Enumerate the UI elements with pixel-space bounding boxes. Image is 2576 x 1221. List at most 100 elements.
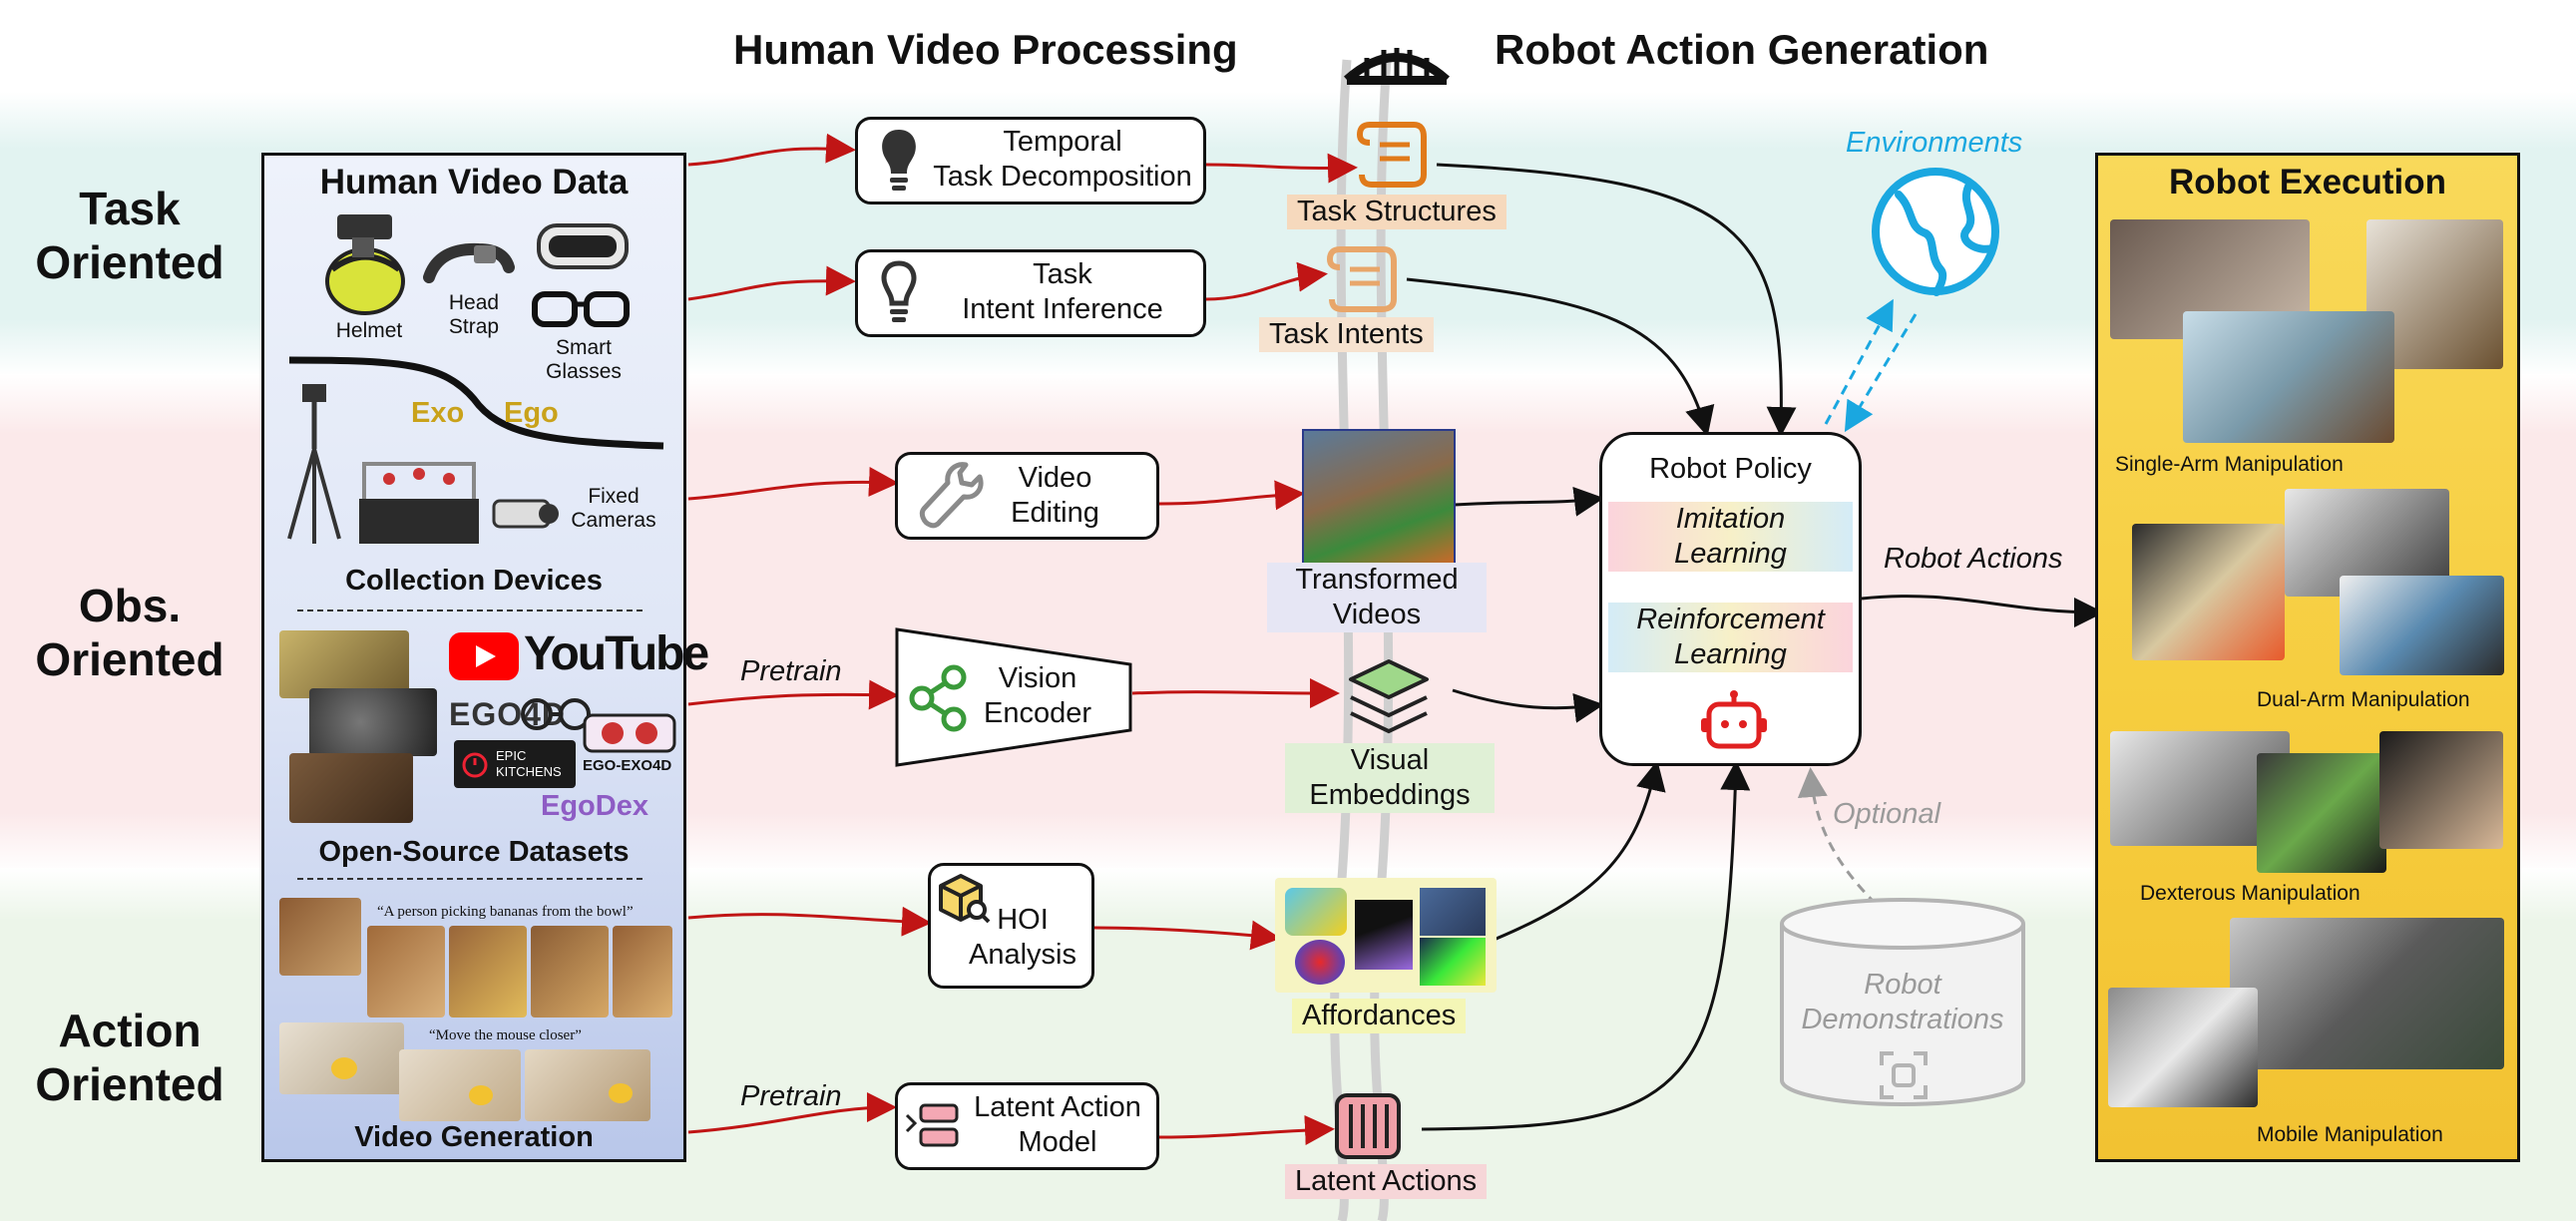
mobile-photo-1: [2230, 918, 2504, 1069]
dataset-thumb-2: [309, 688, 437, 756]
epic-kitchens-logo: EPIC KITCHENS: [454, 740, 576, 788]
ego-exo4d-logo: EGO-EXO4D: [583, 713, 678, 781]
imitation-line2: Learning: [1674, 538, 1787, 570]
reinforcement-learning: Reinforcement Learning: [1608, 603, 1853, 672]
intent-line2: Intent Inference: [962, 293, 1163, 325]
layers-stack-icon: [1349, 659, 1429, 734]
vision-encoder-text: Vision Encoder: [973, 661, 1102, 731]
dexterous-photo-3: [2379, 731, 2503, 849]
share-nodes-icon: [909, 664, 967, 732]
demonstrations-line2: Demonstrations: [1801, 1004, 2004, 1035]
gen-frame-2c: [525, 1049, 650, 1121]
camera-rig-icon: [359, 462, 479, 544]
collection-devices-title: Collection Devices: [345, 565, 603, 597]
affordances-label: Affordances: [1292, 999, 1467, 1033]
pretrain-label-1: Pretrain: [740, 655, 842, 687]
scan-icon: [1880, 1051, 1928, 1099]
latent-action-model-text: Latent Action Model: [958, 1090, 1157, 1160]
imitation-learning: Imitation Learning: [1608, 502, 1853, 572]
dual-arm-photo-1: [2132, 524, 2285, 660]
fixed-cameras-label: Fixed Cameras: [569, 485, 658, 533]
row-label-task-line1: Task: [79, 183, 181, 234]
human-video-data-title: Human Video Data: [319, 163, 629, 202]
row-label-action-line1: Action: [58, 1005, 202, 1056]
gen-frame-1a: [279, 898, 361, 976]
robot-bot-icon: [1701, 690, 1767, 749]
hoi-line1: HOI: [997, 904, 1049, 936]
package-search-icon: [939, 874, 991, 924]
scroll-icon: [1356, 122, 1427, 188]
gen-prompt-1: “A person picking bananas from the bowl”: [377, 904, 634, 920]
mobile-label: Mobile Manipulation: [2257, 1123, 2443, 1146]
header-human-video-processing: Human Video Processing: [733, 26, 1238, 73]
lightbulb-icon: [882, 130, 916, 191]
youtube-text: YouTube: [524, 627, 709, 680]
row-label-task: Task Oriented: [0, 182, 259, 289]
dataset-thumb-3: [289, 753, 413, 823]
gen-frame-1d: [531, 926, 609, 1018]
dexterous-photo-2: [2257, 753, 2386, 873]
temporal-line1: Temporal: [1003, 126, 1122, 158]
dataset-thumb-1: [279, 630, 409, 698]
demonstrations-line1: Robot: [1864, 969, 1941, 1001]
intent-inference-box: [855, 249, 1206, 337]
ego-exo-glasses-icon: [583, 713, 676, 753]
gen-frame-1c: [449, 926, 527, 1018]
ego4d-glasses-icon: [521, 698, 591, 730]
scroll-light-icon: [1326, 246, 1397, 312]
smart-glasses-icon: [532, 291, 630, 327]
affordance-thumb-3: [1420, 888, 1486, 936]
egodex-logo: EgoDex: [541, 790, 648, 822]
hoi-line2: Analysis: [969, 939, 1076, 971]
layers-list-icon: [905, 1103, 959, 1147]
latent-action-model-box: [895, 1082, 1159, 1170]
intent-inference-text: Task Intent Inference: [923, 257, 1202, 327]
epic-text: EPIC: [496, 748, 527, 763]
fixed-cameras-line1: Fixed: [588, 485, 640, 508]
row-label-obs-line2: Oriented: [35, 633, 224, 685]
latent-bars-icon: [1335, 1093, 1401, 1159]
affordance-thumb-1: [1285, 888, 1347, 936]
divider-1: [297, 610, 643, 611]
demonstrations-cylinder: [1780, 898, 2025, 1106]
row-label-obs: Obs. Oriented: [0, 579, 259, 686]
hoi-analysis-text: HOI Analysis: [953, 903, 1092, 973]
visual-embeddings-line1: Visual: [1350, 744, 1430, 776]
lam-line2: Model: [1018, 1126, 1097, 1158]
single-arm-photo-3: [2183, 311, 2394, 443]
latent-actions-label: Latent Actions: [1285, 1164, 1488, 1199]
lam-line1: Latent Action: [974, 1091, 1141, 1123]
vision-encoder-line2: Encoder: [983, 697, 1091, 729]
demonstrations-text: Robot Demonstrations: [1778, 968, 2027, 1037]
bridge-icon: [1343, 48, 1451, 85]
robot-execution-title: Robot Execution: [2168, 163, 2447, 202]
mouse-dot-b: [469, 1085, 493, 1105]
task-intents-label: Task Intents: [1259, 317, 1434, 352]
temporal-decomposition-box: [855, 117, 1206, 204]
mouse-dot-c: [609, 1083, 633, 1103]
video-generation-title: Video Generation: [354, 1121, 594, 1153]
fixed-camera-icon: [492, 499, 559, 529]
single-arm-label: Single-Arm Manipulation: [2115, 453, 2344, 476]
lightbulb-outline-icon: [881, 260, 917, 322]
transformed-videos-label: Transformed Videos: [1267, 563, 1487, 632]
task-structures-label: Task Structures: [1287, 195, 1506, 229]
affordances-image: [1275, 878, 1497, 993]
dual-arm-label: Dual-Arm Manipulation: [2257, 688, 2470, 711]
row-label-obs-line1: Obs.: [78, 580, 182, 631]
affordance-thumb-4: [1295, 940, 1345, 985]
exo-label: Exo: [411, 397, 465, 429]
environments-label: Environments: [1846, 127, 2023, 159]
row-label-task-line2: Oriented: [35, 236, 224, 288]
open-source-datasets-title: Open-Source Datasets: [318, 836, 630, 868]
reinforcement-line1: Reinforcement: [1636, 604, 1825, 635]
transformed-line1: Transformed: [1295, 564, 1459, 596]
mouse-dot-a: [331, 1057, 357, 1079]
robot-policy-box: [1599, 432, 1862, 766]
globe-icon: [1872, 168, 1999, 296]
transformed-video-image: [1302, 429, 1456, 565]
affordance-thumb-5: [1420, 938, 1486, 986]
optional-label: Optional: [1833, 798, 1941, 830]
smart-glasses-line2: Glasses: [546, 360, 622, 383]
